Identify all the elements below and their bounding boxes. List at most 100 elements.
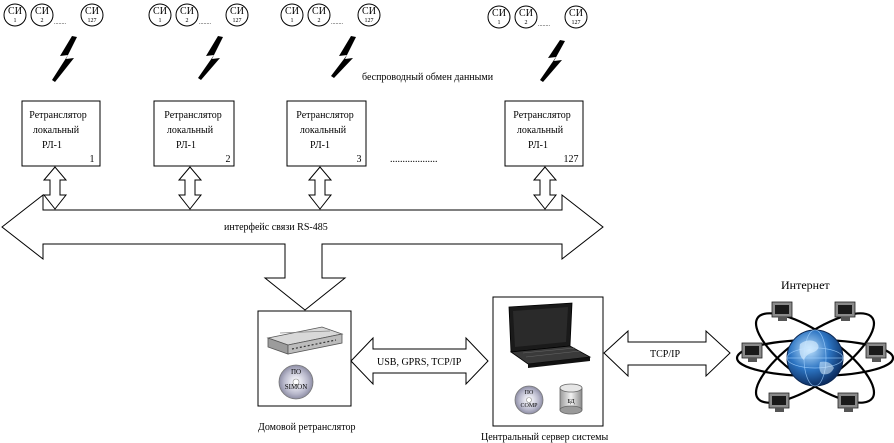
sensor-node: СИ 2 — [175, 3, 199, 27]
sensor-node: СИ 127 — [564, 5, 588, 29]
sensor-node: СИ 1 — [280, 3, 304, 27]
diagram-text: СИ — [230, 6, 244, 17]
diagram-text: 2 — [525, 20, 528, 26]
diagram-text: 2 — [186, 18, 189, 24]
diagram-text: СИ — [180, 6, 194, 17]
disc-label: SIMON — [285, 383, 308, 391]
sensor-ellipsis: ........ — [199, 20, 212, 26]
diagram-text: СИ — [569, 8, 583, 19]
sensor-group-2: СИ 1 СИ 2 ........ СИ 127 — [148, 3, 249, 27]
home-repeater-caption: Домовой ретранслятор — [258, 422, 355, 433]
home-repeater-box: ПО SIMON — [257, 310, 352, 407]
lightning-icon — [540, 40, 565, 82]
diagram-text: 2 — [318, 18, 321, 24]
monitor-icon — [771, 301, 793, 321]
server-caption: Центральный сервер системы — [481, 432, 608, 443]
sensor-group-3: СИ 1 СИ 2 ........ СИ 127 — [280, 3, 381, 27]
diagram-text: локальный — [300, 125, 347, 136]
disc-icon: ПО SIMON — [278, 364, 314, 400]
diagram-text: СИ — [519, 8, 533, 19]
diagram-text: СИ — [285, 6, 299, 17]
bus-label: интерфейс связи RS-485 — [224, 222, 328, 233]
diagram-text: Ретранслятор — [513, 110, 570, 121]
diagram-text: локальный — [33, 125, 80, 136]
link-label-home-server: USB, GPRS, TCP/IP — [377, 357, 462, 368]
lightning-icon — [198, 36, 223, 80]
laptop-icon — [508, 302, 592, 368]
sensor-node: СИ 127 — [80, 3, 104, 27]
repeater-3: Ретранслятор локальный РЛ-1 3 — [286, 100, 367, 167]
repeater-2: Ретранслятор локальный РЛ-1 2 — [153, 100, 235, 167]
disc-label: ПО — [525, 390, 534, 396]
sensor-ellipsis: ........ — [331, 20, 344, 26]
sensor-node: СИ 1 — [487, 5, 511, 29]
router-device-icon — [266, 326, 344, 355]
double-arrow-usb-gprs — [350, 336, 489, 386]
diagram-text: Ретранслятор — [164, 110, 221, 121]
sensor-node: СИ 127 — [357, 3, 381, 27]
diagram-text: СИ — [312, 6, 326, 17]
sensor-ellipsis: ........ — [538, 22, 551, 28]
wireless-label: беспроводный обмен данными — [362, 72, 494, 83]
monitor-icon — [768, 392, 790, 412]
double-arrow-vertical — [307, 166, 333, 210]
internet-label: Интернет — [781, 278, 830, 292]
repeater-ellipsis: ................... — [390, 154, 438, 165]
db-label: БД — [567, 399, 574, 405]
vertical-double-arrows — [42, 166, 558, 210]
repeater-number: 127 — [564, 154, 579, 165]
diagram-text: СИ — [8, 6, 22, 17]
diagram-text: 1 — [291, 18, 294, 24]
sensor-node: СИ 2 — [514, 5, 538, 29]
repeater-1: Ретранслятор локальный РЛ-1 1 — [21, 100, 101, 167]
diagram-text: локальный — [517, 125, 564, 136]
diagram-text: 127 — [365, 18, 374, 24]
diagram-text: 127 — [88, 18, 97, 24]
diagram-text: Ретранслятор — [29, 110, 86, 121]
double-arrow-vertical — [42, 166, 68, 210]
repeater-number: 2 — [226, 154, 231, 165]
double-arrow-vertical — [177, 166, 203, 210]
diagram-text: СИ — [35, 6, 49, 17]
sensor-group-4: СИ 1 СИ 2 ........ СИ 127 — [487, 5, 588, 29]
diagram-text: 1 — [14, 18, 17, 24]
lightning-icon — [331, 36, 356, 78]
monitor-icon — [837, 392, 859, 412]
monitor-icon — [741, 342, 763, 362]
sensor-group-1: СИ 1 СИ 2 ........ СИ 127 — [3, 3, 104, 27]
diagram-text: 1 — [498, 20, 501, 26]
diagram-text: 127 — [572, 20, 581, 26]
disc-label: ПО — [291, 368, 301, 376]
diagram-text: 127 — [233, 18, 242, 24]
database-icon: БД — [559, 383, 583, 415]
diagram-text: СИ — [362, 6, 376, 17]
central-server-box: ПО COMP БД — [492, 296, 604, 427]
diagram-text: РЛ-1 — [42, 140, 62, 151]
repeater-127: Ретранслятор локальный РЛ-1 127 — [504, 100, 584, 167]
diagram-text: СИ — [153, 6, 167, 17]
lightning-icon — [52, 36, 77, 82]
diagram-text: Ретранслятор — [296, 110, 353, 121]
disc-icon: ПО COMP — [514, 385, 544, 415]
diagram-text: 1 — [159, 18, 162, 24]
double-arrow-vertical — [532, 166, 558, 210]
repeater-number: 1 — [90, 154, 95, 165]
sensor-node: СИ 2 — [30, 3, 54, 27]
sensor-node: СИ 1 — [3, 3, 27, 27]
diagram-text: СИ — [85, 6, 99, 17]
disc-label: COMP — [520, 403, 538, 409]
double-arrow-tcpip — [603, 329, 731, 378]
diagram-text: РЛ-1 — [176, 140, 196, 151]
sensor-node: СИ 127 — [225, 3, 249, 27]
sensor-ellipsis: ........ — [54, 20, 67, 26]
repeater-number: 3 — [357, 154, 362, 165]
link-label-server-internet: TCP/IP — [650, 349, 680, 360]
internet-globe-icon — [735, 301, 894, 412]
diagram-text: 2 — [41, 18, 44, 24]
diagram-text: РЛ-1 — [310, 140, 330, 151]
sensor-node: СИ 1 — [148, 3, 172, 27]
monitor-icon — [834, 301, 856, 321]
rs485-bus-arrow — [1, 193, 604, 311]
diagram-text: РЛ-1 — [528, 140, 548, 151]
